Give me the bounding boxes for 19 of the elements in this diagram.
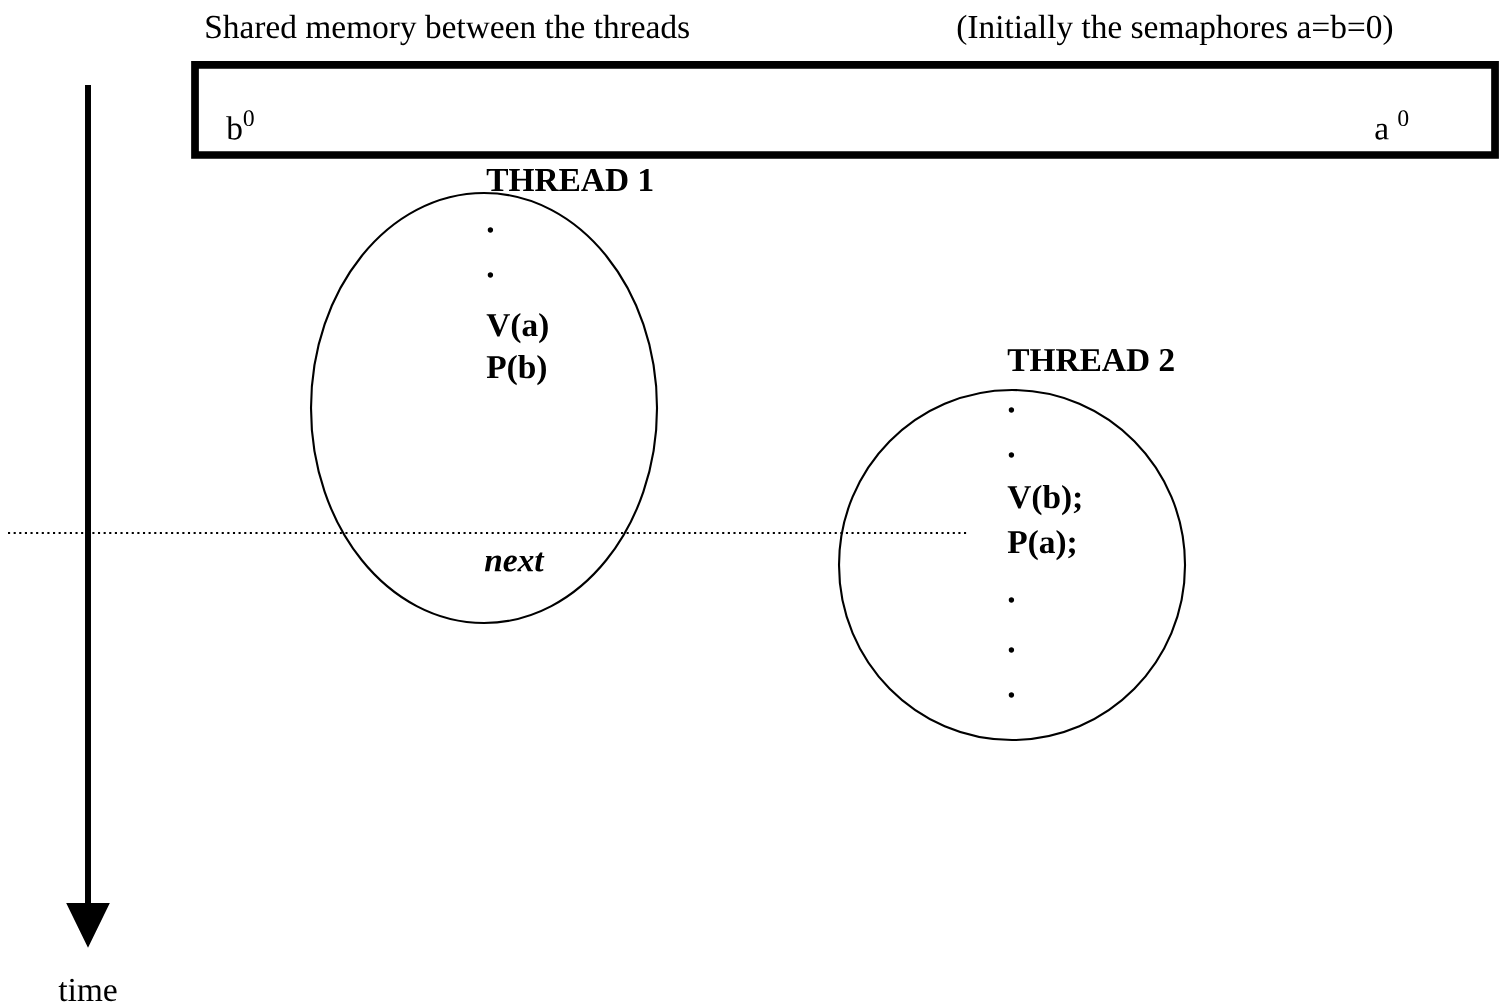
- code-line: .: [487, 272, 494, 278]
- semaphore-value: b$^{0}$: [226, 110, 254, 140]
- code-line: .: [1008, 647, 1015, 653]
- code-line: .: [1008, 452, 1015, 458]
- code-line: P(b): [486, 354, 546, 386]
- axis-label: time: [58, 978, 117, 1002]
- node-heading: THREAD 2: [1007, 348, 1174, 372]
- node-heading: Shared memory between the threads: [206, 14, 689, 46]
- code-line: next: [484, 552, 545, 572]
- code-line: .: [1008, 692, 1015, 698]
- code-line: V(b);: [1007, 484, 1081, 516]
- note-text: (Initially the semaphores a=b=0): [957, 14, 1393, 46]
- node-heading: THREAD 1: [486, 168, 653, 192]
- semaphore-value: a $^{0}$: [1375, 110, 1409, 140]
- code-line: V(a): [486, 312, 548, 344]
- code-line: .: [1008, 597, 1015, 603]
- code-line: P(a);: [1007, 529, 1075, 561]
- code-line: .: [1008, 407, 1015, 413]
- code-line: .: [487, 227, 494, 233]
